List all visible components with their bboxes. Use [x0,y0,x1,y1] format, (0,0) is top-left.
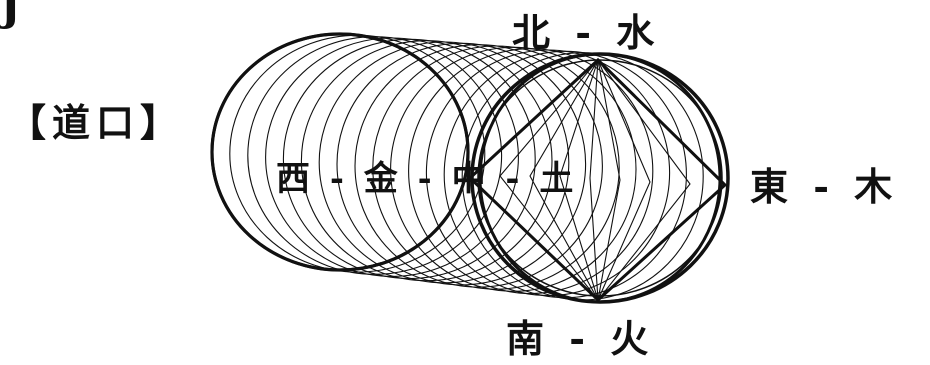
sweep-ring [354,44,603,288]
corner-mark: J [0,0,21,31]
diamond [597,59,726,301]
north-water-label: 北 - 水 [512,10,661,55]
sweep-ring [408,48,654,295]
south-fire-label: 南 - 火 [506,316,655,361]
sweep-ring [229,34,486,273]
west-metal-center-earth-label: 西 - 金 - 中 - 土 [276,159,578,199]
sweep-ring [336,42,587,286]
sweep-ring [372,45,620,290]
east-wood-label: 東 - 木 [750,164,899,209]
diamond [597,59,726,301]
west-ring [210,32,470,272]
gate-label: 【道口】 [8,100,185,145]
diamond [597,58,726,302]
sweep-ring [425,49,671,297]
sweep-ring [390,46,637,292]
